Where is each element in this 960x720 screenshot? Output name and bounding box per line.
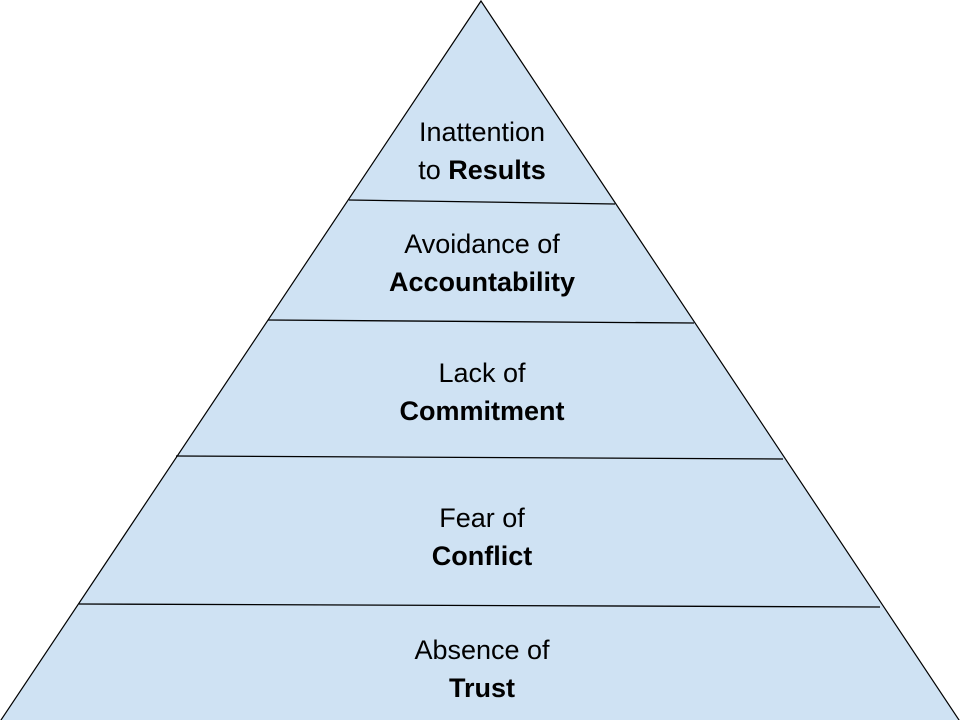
divider-accountability-commitment (267, 319, 695, 324)
level-results-title: Results (448, 155, 546, 185)
level-trust-title: Trust (448, 673, 515, 703)
divider-results-accountability (348, 199, 616, 205)
level-conflict-line1: Fear of (439, 503, 525, 533)
level-commitment-line2: Commitment (2, 392, 960, 430)
divider-conflict-trust (78, 603, 881, 608)
level-trust: Absence of Trust (2, 631, 960, 707)
level-accountability-title: Accountability (388, 267, 576, 297)
level-results: Inattention to Results (2, 113, 960, 189)
level-accountability-line1: Avoidance of (404, 229, 560, 259)
level-conflict: Fear of Conflict (2, 499, 960, 575)
level-results-line2: to Results (418, 155, 546, 185)
level-conflict-title: Conflict (431, 541, 533, 571)
level-commitment-line1: Lack of (438, 358, 526, 388)
level-commitment-title: Commitment (399, 396, 565, 426)
level-results-line1: Inattention (418, 117, 546, 147)
level-commitment: Lack of Commitment (2, 354, 960, 430)
level-conflict-line2: Conflict (2, 537, 960, 575)
level-accountability: Avoidance of Accountability (2, 225, 960, 301)
level-trust-line1: Absence of (414, 635, 550, 665)
level-trust-line2: Trust (2, 669, 960, 707)
level-accountability-line2: Accountability (2, 263, 960, 301)
divider-commitment-conflict (175, 455, 784, 460)
